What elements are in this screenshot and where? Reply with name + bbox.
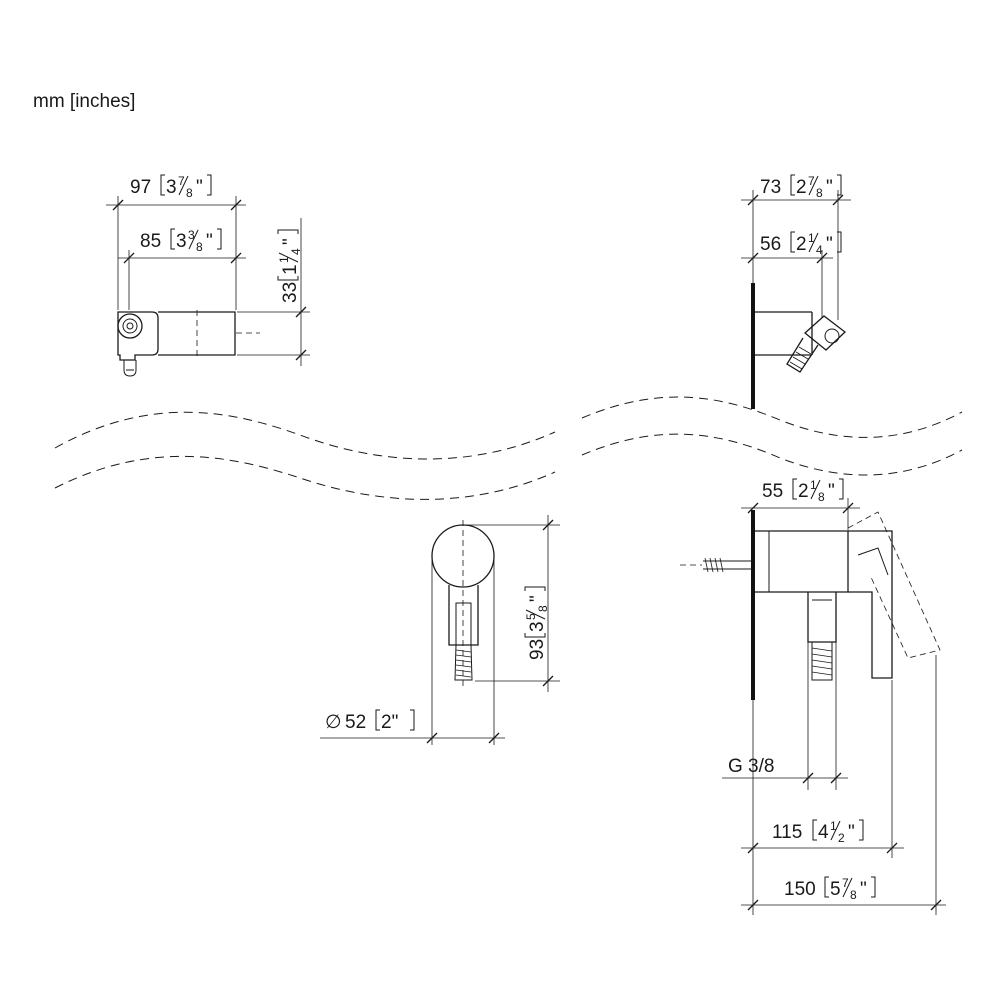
dim-97-label: 97 3 7 8 " bbox=[130, 174, 212, 200]
svg-text:150: 150 bbox=[784, 879, 816, 900]
svg-text:8: 8 bbox=[816, 186, 823, 200]
svg-text:3: 3 bbox=[166, 177, 177, 198]
svg-text:": " bbox=[848, 822, 855, 843]
svg-text:3: 3 bbox=[176, 231, 187, 252]
svg-text:∅: ∅ bbox=[325, 712, 342, 733]
svg-text:1: 1 bbox=[808, 231, 815, 245]
svg-text:4: 4 bbox=[289, 248, 303, 255]
svg-text:7: 7 bbox=[842, 876, 849, 890]
svg-text:4: 4 bbox=[816, 243, 823, 257]
break-lines bbox=[54, 396, 963, 500]
svg-text:5: 5 bbox=[524, 613, 538, 620]
svg-text:5: 5 bbox=[830, 879, 841, 900]
svg-text:8: 8 bbox=[536, 605, 550, 612]
svg-text:97: 97 bbox=[130, 177, 151, 198]
svg-text:1: 1 bbox=[830, 819, 837, 833]
svg-text:8: 8 bbox=[850, 888, 857, 902]
svg-text:85: 85 bbox=[140, 231, 161, 252]
dim-33-label: 33 1 1 4 " bbox=[277, 229, 303, 303]
svg-text:56: 56 bbox=[760, 234, 781, 255]
svg-text:7: 7 bbox=[808, 174, 815, 188]
svg-text:3: 3 bbox=[527, 621, 548, 632]
dim-73-label: 73 2 7 8 " bbox=[760, 174, 842, 200]
svg-text:2: 2 bbox=[796, 177, 807, 198]
dim-55-label: 55 2 1 8 " bbox=[762, 478, 844, 504]
front-view bbox=[320, 515, 560, 745]
svg-text:2": 2" bbox=[381, 712, 398, 733]
svg-text:": " bbox=[826, 234, 833, 255]
svg-text:1: 1 bbox=[810, 478, 817, 492]
svg-text:2: 2 bbox=[798, 481, 809, 502]
svg-text:": " bbox=[860, 879, 867, 900]
side-view bbox=[680, 190, 946, 915]
svg-text:2: 2 bbox=[838, 831, 845, 845]
dim-85-label: 85 3 3 8 " bbox=[140, 228, 222, 254]
svg-text:": " bbox=[196, 177, 203, 198]
svg-text:52: 52 bbox=[345, 712, 366, 733]
dim-150-label: 150 5 7 8 " bbox=[784, 876, 876, 902]
dim-thread-label: G 3/8 bbox=[728, 756, 774, 777]
svg-text:8: 8 bbox=[818, 490, 825, 504]
svg-text:G 3/8: G 3/8 bbox=[728, 756, 774, 777]
svg-text:2: 2 bbox=[796, 234, 807, 255]
svg-text:3: 3 bbox=[188, 228, 195, 242]
svg-text:8: 8 bbox=[186, 186, 193, 200]
svg-text:4: 4 bbox=[818, 822, 829, 843]
svg-text:": " bbox=[280, 238, 301, 245]
svg-text:": " bbox=[828, 481, 835, 502]
svg-text:7: 7 bbox=[178, 174, 185, 188]
svg-text:33: 33 bbox=[280, 282, 301, 303]
svg-text:93: 93 bbox=[527, 639, 548, 660]
svg-text:55: 55 bbox=[762, 481, 783, 502]
svg-text:115: 115 bbox=[772, 822, 802, 843]
dim-115-label: 115 4 1 2 " bbox=[772, 819, 864, 845]
svg-text:1: 1 bbox=[280, 264, 301, 275]
dim-56-label: 56 2 1 4 " bbox=[760, 231, 842, 257]
svg-text:": " bbox=[206, 231, 213, 252]
top-view bbox=[106, 196, 310, 377]
dim-diameter-52-label: ∅ 52 2" bbox=[325, 709, 415, 733]
dim-93-label: 93 3 5 8 " bbox=[524, 586, 550, 660]
svg-text:8: 8 bbox=[196, 240, 203, 254]
svg-text:": " bbox=[527, 595, 548, 602]
units-label: mm [inches] bbox=[33, 91, 135, 112]
svg-text:1: 1 bbox=[277, 256, 291, 263]
svg-text:73: 73 bbox=[760, 177, 781, 198]
svg-text:": " bbox=[826, 177, 833, 198]
